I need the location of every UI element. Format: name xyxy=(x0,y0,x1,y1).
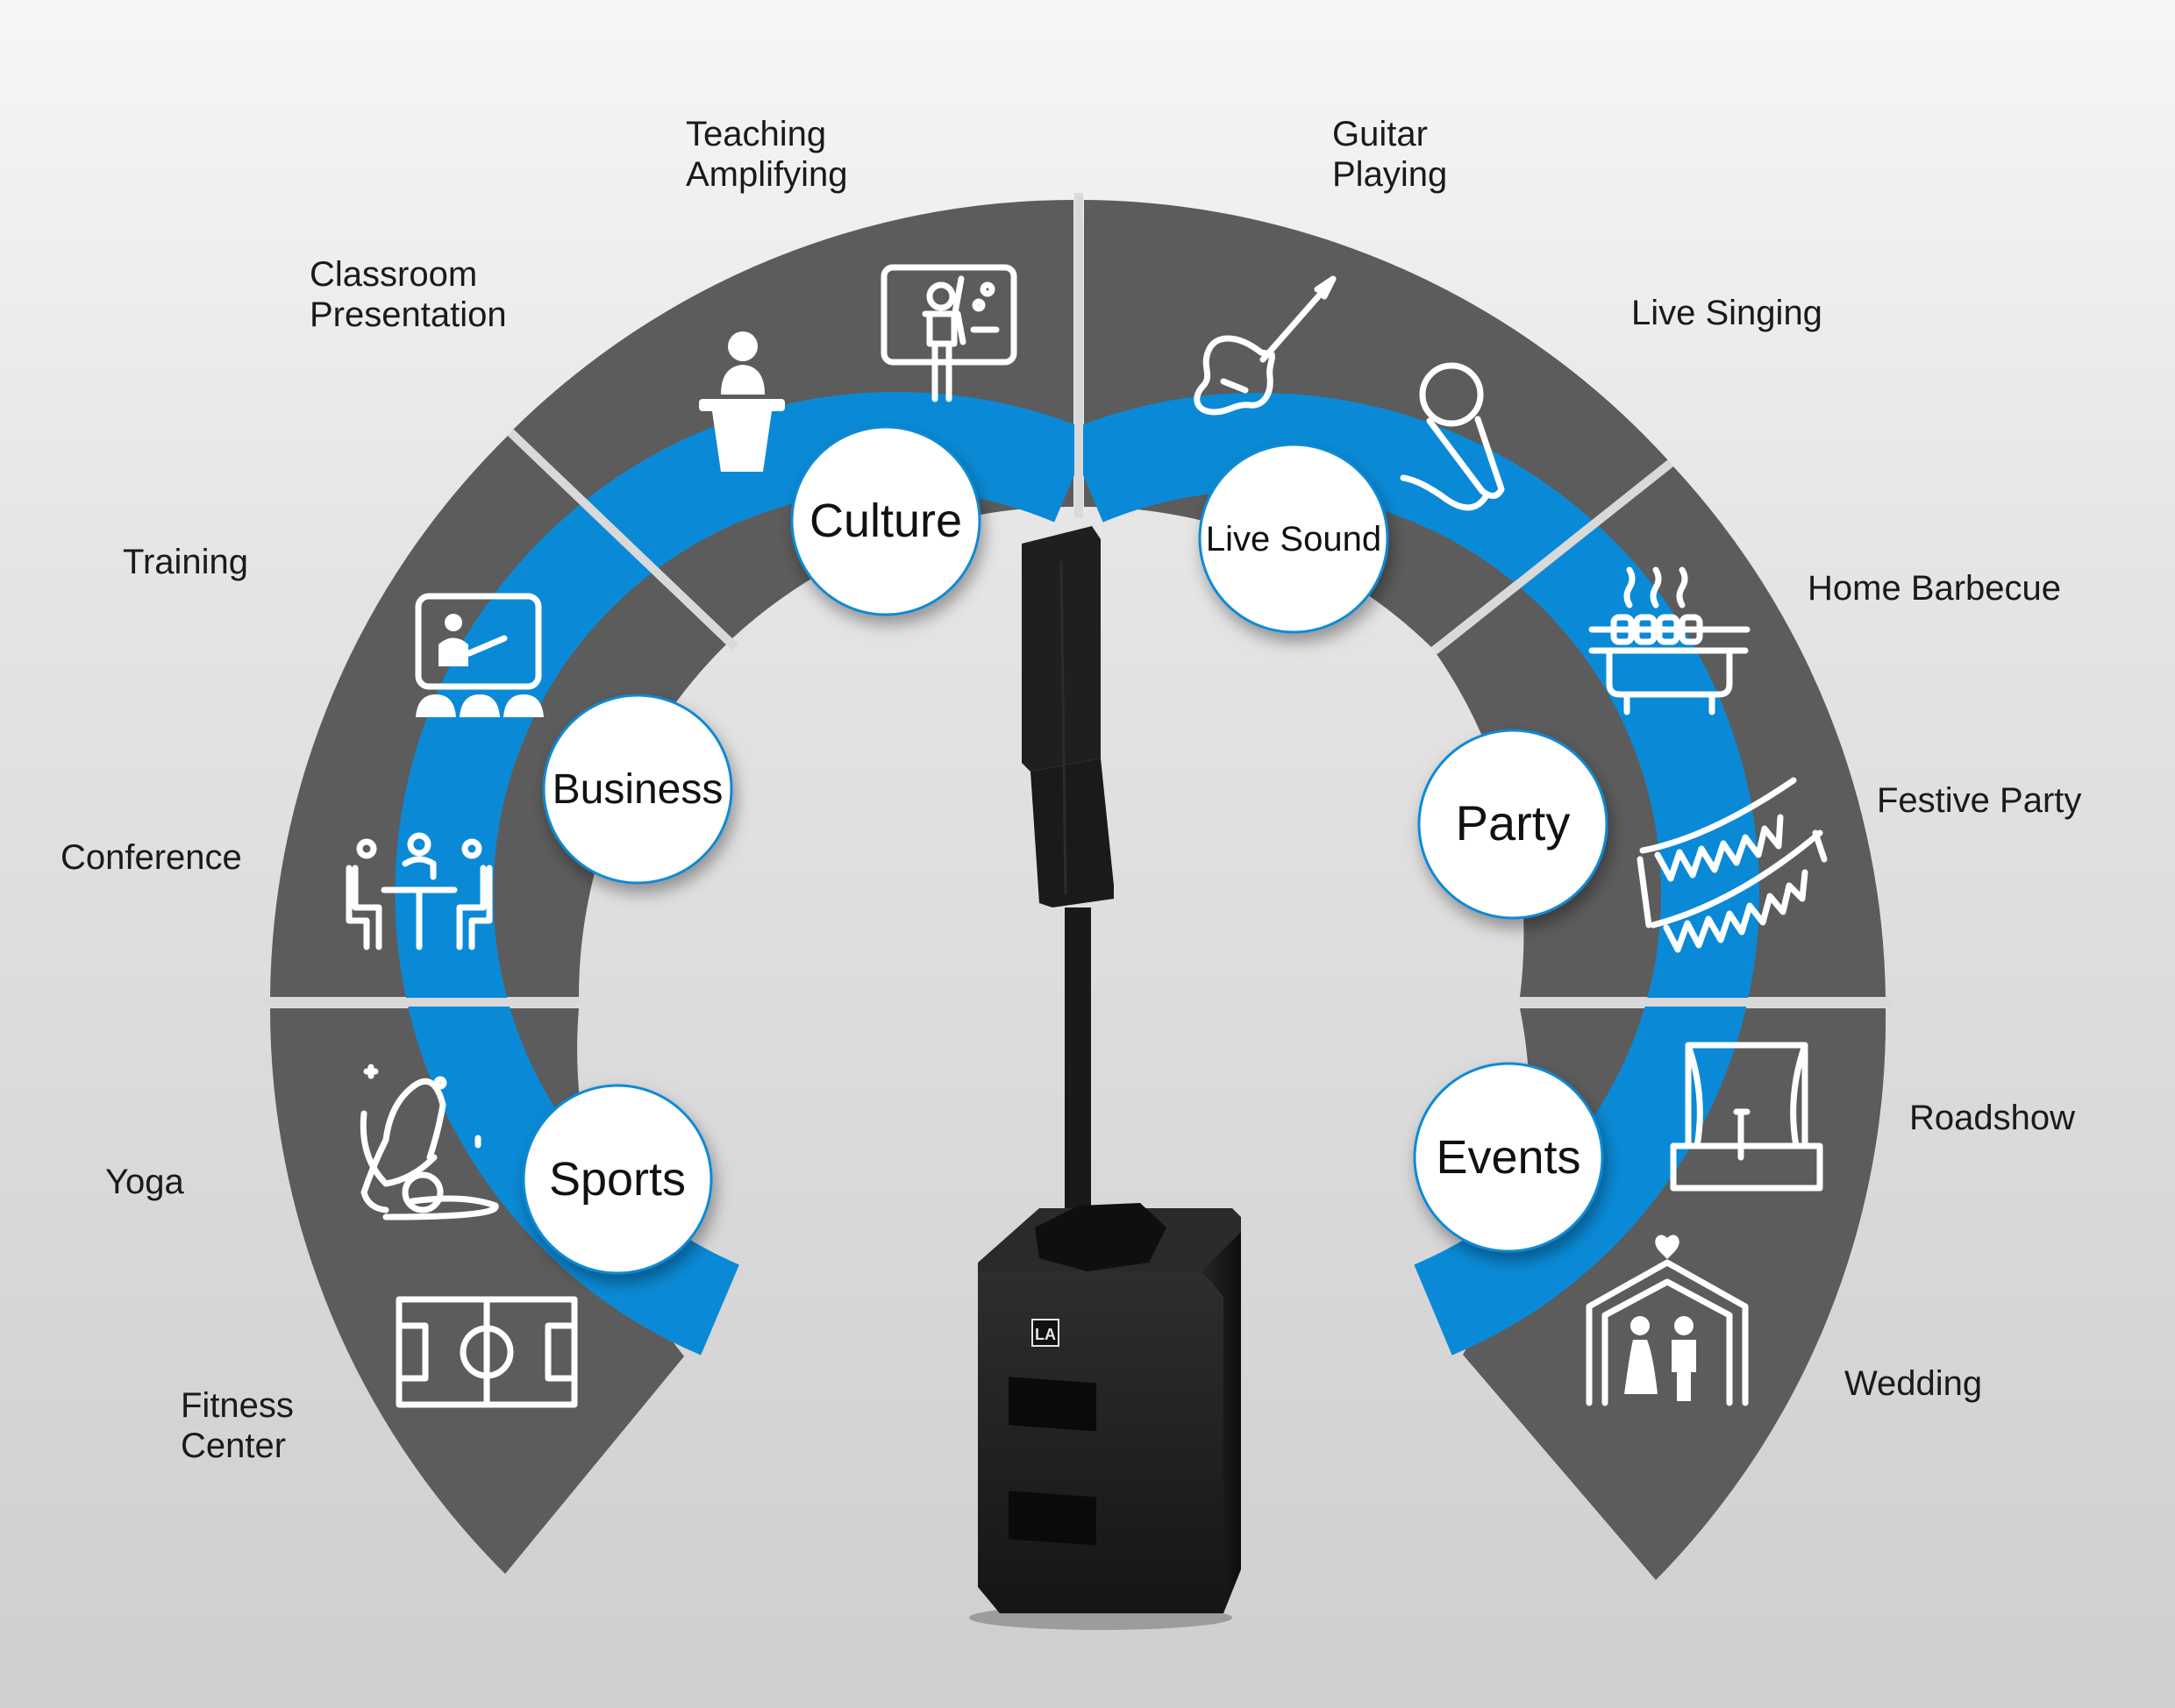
badge-label-party: Party xyxy=(1456,795,1571,850)
podium-speaker-icon xyxy=(699,331,785,472)
label-home-barbecue: Home Barbecue xyxy=(1808,569,2062,608)
whiteboard-teacher-icon xyxy=(881,264,1017,402)
badge-sports[interactable] xyxy=(522,1084,713,1275)
sector-dividers xyxy=(263,193,1893,1007)
speaker-column-lower xyxy=(1030,758,1114,907)
badge-culture[interactable] xyxy=(790,425,981,616)
badge-live-sound[interactable] xyxy=(1198,443,1389,634)
label-live-singing: Live Singing xyxy=(1631,294,1822,332)
presentation-audience-icon xyxy=(415,593,544,717)
barbecue-grill-icon xyxy=(1588,566,1751,715)
badge-label-live-sound: Live Sound xyxy=(1206,520,1381,559)
label-training: Training xyxy=(123,543,249,581)
speaker-logo: LA xyxy=(1035,1326,1056,1343)
subwoofer-side xyxy=(1202,1232,1241,1613)
football-field-icon xyxy=(396,1296,578,1408)
subwoofer-port-lower xyxy=(1009,1491,1096,1546)
speaker-product-image xyxy=(969,526,1241,1630)
badge-label-business: Business xyxy=(553,766,724,813)
label-conference: Conference xyxy=(61,838,242,877)
badge-label-culture: Culture xyxy=(809,495,962,547)
badge-label-events: Events xyxy=(1436,1131,1580,1184)
subwoofer-port-upper xyxy=(1009,1377,1096,1432)
stage-curtain-icon xyxy=(1670,1042,1823,1192)
meeting-table-icon xyxy=(346,832,493,950)
badge-party[interactable] xyxy=(1417,729,1608,920)
label-wedding: Wedding xyxy=(1844,1364,1983,1403)
wedding-arch-icon xyxy=(1586,1235,1749,1406)
microphone-icon xyxy=(1400,362,1505,511)
badge-events[interactable] xyxy=(1413,1062,1604,1253)
electric-guitar-icon xyxy=(1194,275,1337,416)
category-badges xyxy=(522,425,1608,1275)
label-roadshow: Roadshow xyxy=(1909,1099,2076,1137)
label-yoga: Yoga xyxy=(105,1163,184,1201)
yoga-pose-icon xyxy=(360,1064,499,1221)
label-festive-party: Festive Party xyxy=(1877,781,2082,820)
speaker-pole xyxy=(1065,907,1091,1232)
badge-label-sports: Sports xyxy=(549,1153,686,1206)
subwoofer-front xyxy=(978,1271,1223,1613)
badge-business[interactable] xyxy=(542,694,733,885)
bunting-flags-icon xyxy=(1637,777,1828,953)
